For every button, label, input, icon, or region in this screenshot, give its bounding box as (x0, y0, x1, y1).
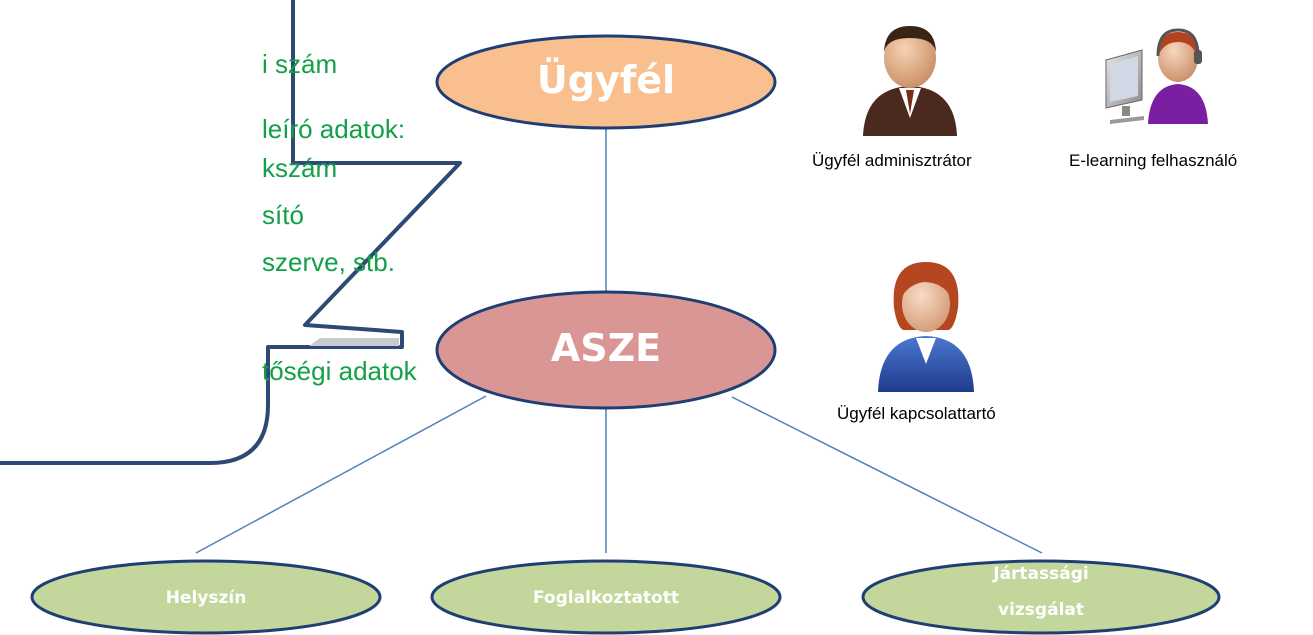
caption-ugyfel-kapcsolattarto: Ügyfél kapcsolattartó (837, 404, 996, 423)
callout-line-4: sító (262, 200, 304, 230)
node-asze-label: ASZE (550, 326, 662, 370)
callout-line-3: kszám (262, 153, 338, 183)
node-jartassagi-label-2: vizsgálat (998, 600, 1084, 620)
caption-elearning-felhasznalo: E-learning felhasználó (1069, 151, 1238, 170)
connector-asze-helyszin (195, 395, 487, 554)
headset-computer-user-icon (1105, 28, 1208, 124)
node-ugyfel-label: Ügyfél (536, 58, 676, 102)
woman-user-icon (878, 262, 974, 392)
caption-ugyfel-adminisztrator: Ügyfél adminisztrátor (812, 151, 972, 170)
man-in-suit-icon (863, 26, 957, 136)
callout-bubble (0, 0, 462, 465)
node-asze (435, 290, 777, 410)
callout-line-1: i szám (262, 49, 338, 79)
node-helyszin-label: Helyszín (165, 588, 247, 608)
callout-line-7: tőségi adatok (262, 356, 417, 386)
node-helyszin (30, 559, 382, 635)
callout-line-2: leíró adatok: (262, 114, 406, 144)
callout-line-5: szerve, stb. (262, 247, 395, 277)
node-foglalkoztatott (430, 559, 782, 635)
node-jartassagi (861, 559, 1221, 635)
callout-tail-shade (309, 338, 399, 346)
node-ugyfel (435, 34, 777, 130)
node-foglalkoztatott-label: Foglalkoztatott (533, 588, 679, 608)
node-jartassagi-label-1: Jártassági (993, 564, 1089, 584)
connector-asze-jartassagi (731, 396, 1043, 554)
